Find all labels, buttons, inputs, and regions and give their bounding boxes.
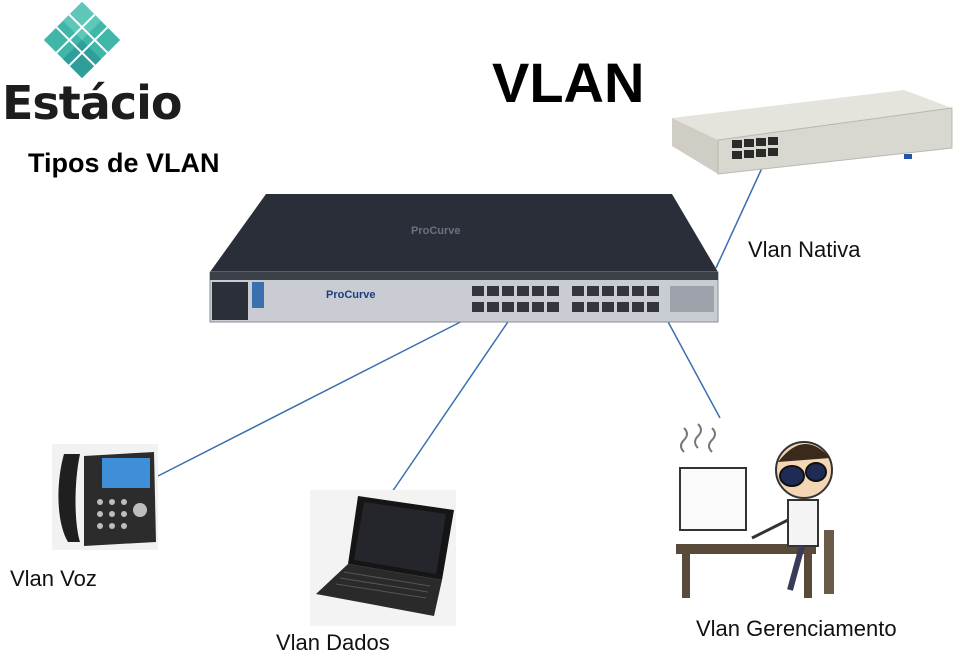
link-gerenciamento — [665, 317, 721, 419]
logo-wordmark: Estácio — [2, 76, 182, 130]
slide-subtitle: Tipos de VLAN — [28, 148, 220, 178]
network-switch-icon — [672, 90, 953, 175]
slide-title: VLAN — [492, 51, 645, 114]
link-nativa — [715, 167, 763, 269]
label-vlan-dados: Vlan Dados — [276, 630, 390, 655]
link-dados — [387, 309, 517, 499]
label-vlan-gerenciamento: Vlan Gerenciamento — [696, 616, 897, 641]
label-vlan-voz: Vlan Voz — [10, 566, 97, 591]
admin-at-computer-icon — [676, 423, 834, 598]
label-vlan-nativa: Vlan Nativa — [748, 237, 861, 262]
svg-text:ProCurve: ProCurve — [411, 225, 461, 237]
laptop-icon — [310, 490, 456, 626]
network-switch-icon: ProCurve ProCurve — [209, 194, 719, 323]
svg-text:ProCurve: ProCurve — [326, 289, 376, 301]
estacio-logo — [43, 1, 121, 79]
ip-phone-icon — [52, 444, 158, 550]
link-voz — [157, 309, 485, 477]
